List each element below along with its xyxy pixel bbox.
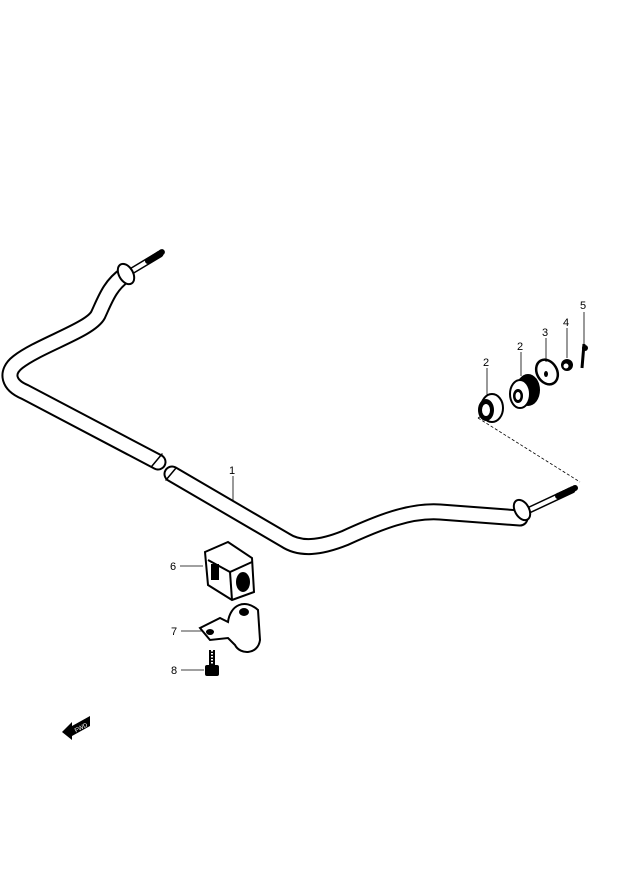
part-label-8: 8 <box>171 665 177 677</box>
mount-bushing <box>203 540 256 602</box>
part-label-5: 5 <box>580 300 586 312</box>
bushing-inner <box>478 393 504 423</box>
assembly-line <box>477 417 581 483</box>
part-label-2b: 2 <box>517 341 523 353</box>
bushing-outer <box>509 374 540 409</box>
bracket <box>198 603 262 653</box>
part-label-1: 1 <box>229 465 235 477</box>
part-label-4: 4 <box>563 317 569 329</box>
stabilizer-bar <box>1 249 578 556</box>
leader-lines <box>180 312 585 671</box>
part-label-6: 6 <box>170 561 176 573</box>
forward-arrow-icon: FWD <box>62 716 90 740</box>
part-label-3: 3 <box>542 327 548 339</box>
washer <box>534 358 560 386</box>
bolt <box>205 650 219 676</box>
nut <box>561 359 573 371</box>
part-label-7: 7 <box>171 626 177 638</box>
part-label-2a: 2 <box>483 357 489 369</box>
cotter-pin <box>580 343 588 369</box>
